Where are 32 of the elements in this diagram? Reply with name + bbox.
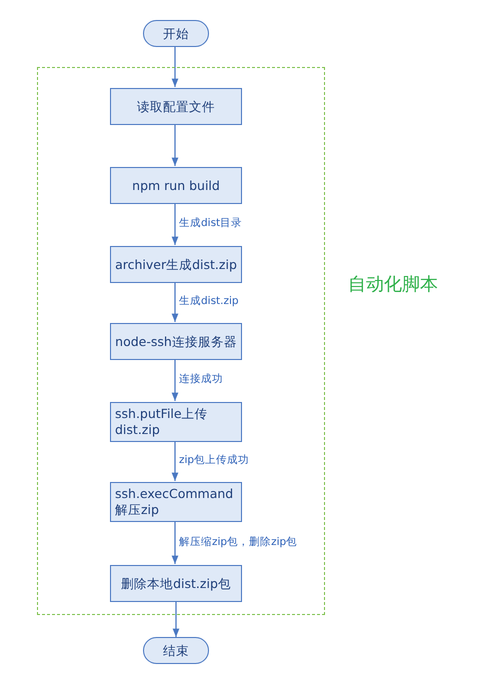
- arrow: [172, 359, 178, 401]
- arrow: [172, 124, 178, 166]
- process-box: [110, 565, 242, 602]
- terminal-node: [143, 637, 209, 664]
- process-box: [110, 482, 242, 522]
- process-box: [110, 402, 242, 442]
- group-title: 自动化脚本: [348, 273, 438, 296]
- node-label: archiver生成dist.zip: [114, 256, 238, 272]
- arrow: [172, 47, 178, 87]
- node-label: node-ssh连接服务器: [114, 334, 238, 350]
- node-label: ssh.execCommand 解压zip: [114, 486, 234, 518]
- arrow: [172, 601, 180, 637]
- node-label: 开始: [162, 26, 190, 42]
- edge-label: 生成dist.zip: [178, 295, 240, 308]
- arrow: [172, 441, 178, 481]
- edge-label: 连接成功: [178, 373, 224, 386]
- arrow: [172, 203, 178, 245]
- arrow: [172, 521, 178, 564]
- edge-label: 解压缩zip包，删除zip包: [178, 536, 298, 548]
- process-box: [110, 323, 242, 360]
- node-label: 读取配置文件: [136, 98, 216, 114]
- process-box: [110, 246, 242, 283]
- node-label: 结束: [162, 642, 190, 658]
- process-box: [110, 167, 242, 204]
- node-label: npm run build: [131, 178, 221, 194]
- arrow: [172, 282, 178, 322]
- process-box: [110, 88, 242, 125]
- edge-label: zip包上传成功: [178, 454, 250, 467]
- node-label: ssh.putFile上传 dist.zip: [114, 406, 209, 438]
- node-label: 删除本地dist.zip包: [120, 576, 232, 592]
- edge-label: 生成dist目录: [178, 217, 244, 230]
- terminal-node: [143, 20, 209, 47]
